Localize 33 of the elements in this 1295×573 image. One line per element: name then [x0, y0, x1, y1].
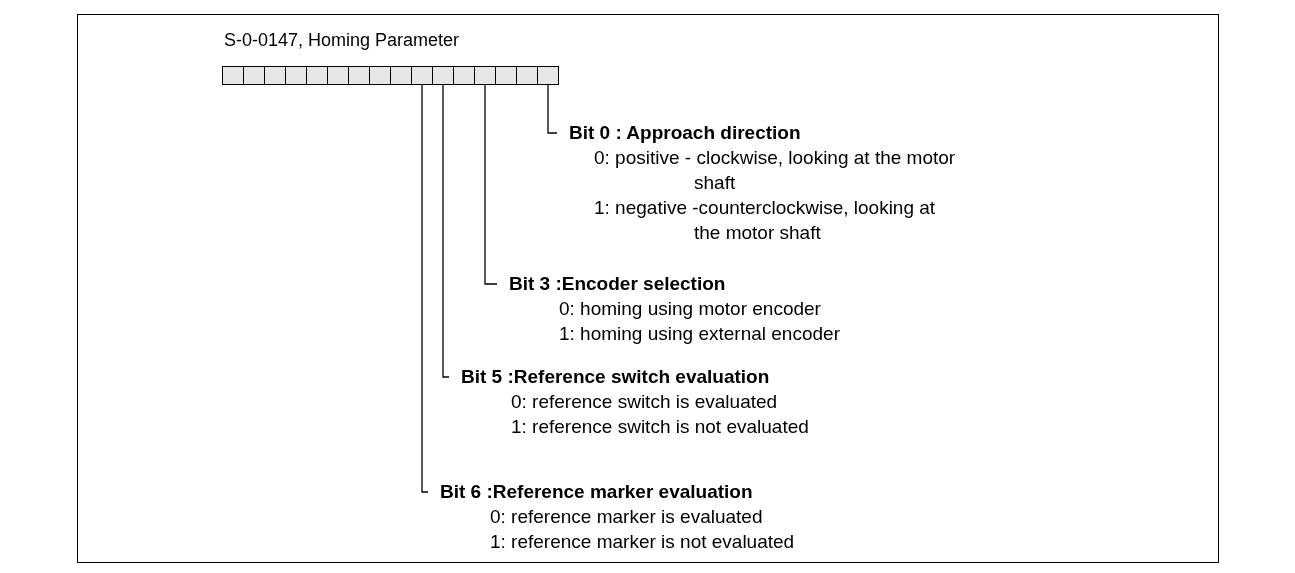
leader-line — [442, 84, 450, 378]
bit-cell — [327, 66, 349, 85]
bit-value-description: 0: reference switch is evaluated — [511, 390, 779, 414]
bit-cell — [474, 66, 496, 85]
bit-heading: Bit 5 :Reference switch evaluation — [461, 365, 771, 389]
bit-value-description: 0: reference marker is evaluated — [490, 505, 764, 529]
bit-cell — [243, 66, 265, 85]
bit-value-description: 0: positive - clockwise, looking at the motor shaft — [594, 146, 957, 195]
bit-cell — [516, 66, 538, 85]
bit-cell — [222, 66, 244, 85]
bit-cell — [306, 66, 328, 85]
bit-cell — [264, 66, 286, 85]
leader-line — [421, 84, 429, 493]
bit-heading: Bit 6 :Reference marker evaluation — [440, 480, 754, 504]
bit-cell — [432, 66, 454, 85]
bit-cell — [369, 66, 391, 85]
bit-cell — [390, 66, 412, 85]
bit-heading: Bit 0 : Approach direction — [569, 121, 802, 145]
bit-cell — [348, 66, 370, 85]
leader-line — [547, 84, 558, 134]
bit-cell — [285, 66, 307, 85]
bit-heading: Bit 3 :Encoder selection — [509, 272, 727, 296]
bit-value-description: 1: negative -counterclockwise, looking at the motor shaft — [594, 196, 937, 245]
bit-value-description: 1: reference marker is not evaluated — [490, 530, 796, 554]
bit-value-description: 0: homing using motor encoder — [559, 297, 822, 321]
bit-cell — [453, 66, 475, 85]
bit-cell — [411, 66, 433, 85]
leader-line — [484, 84, 498, 285]
bit-cell — [537, 66, 559, 85]
parameter-title: S-0-0147, Homing Parameter — [224, 30, 460, 51]
bit-cell — [495, 66, 517, 85]
bit-value-description: 1: homing using external encoder — [559, 322, 841, 346]
bit-value-description: 1: reference switch is not evaluated — [511, 415, 810, 439]
